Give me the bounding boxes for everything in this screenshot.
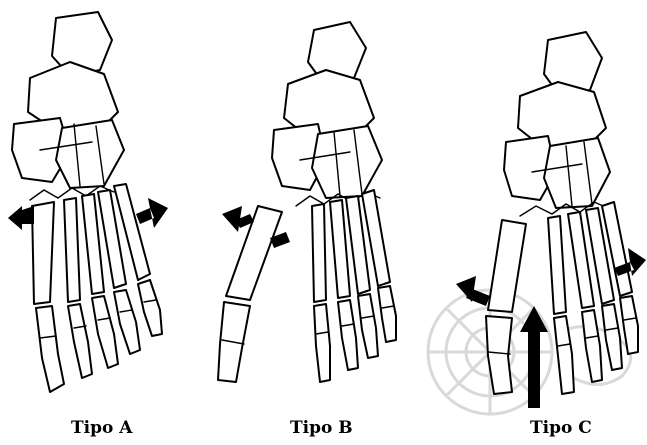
- panel-a-metatarsal-1: [32, 202, 54, 304]
- panel-b-cuneiforms: [312, 126, 382, 198]
- panel-b-toe-2: [314, 304, 330, 382]
- caption-tipo-b: Tipo B: [290, 418, 353, 438]
- panel-c-toe-4: [602, 304, 622, 370]
- panel-a-toe-3: [92, 296, 118, 368]
- panel-c-metatarsal-2: [548, 216, 566, 314]
- panel-a-toe-2: [68, 304, 92, 378]
- panel-c-toe-3: [582, 310, 602, 382]
- caption-tipo-a: Tipo A: [71, 418, 132, 438]
- panel-b-metatarsal-2: [312, 204, 326, 302]
- caption-tipo-c: Tipo C: [530, 418, 592, 438]
- panel-a-hallux: [36, 306, 64, 392]
- panel-b-metatarsal-3: [330, 200, 350, 298]
- panel-b-toe-5: [378, 286, 396, 342]
- panel-a-toe-4: [114, 290, 140, 354]
- panel-c-cuneiforms: [544, 138, 610, 208]
- panel-b-toe-3: [338, 300, 358, 370]
- panel-a-metatarsal-2: [64, 198, 80, 302]
- panel-a-diagram: [8, 12, 168, 392]
- panel-a-arrow-medial: [8, 206, 34, 230]
- panel-c-toe-5: [620, 296, 638, 354]
- panel-a-toe-5: [138, 280, 162, 336]
- panel-a-arrow-lateral: [136, 198, 168, 228]
- panel-b-diagram: [218, 22, 396, 382]
- panel-b-toe-4: [358, 294, 378, 358]
- panel-a-cuneiforms: [56, 120, 124, 188]
